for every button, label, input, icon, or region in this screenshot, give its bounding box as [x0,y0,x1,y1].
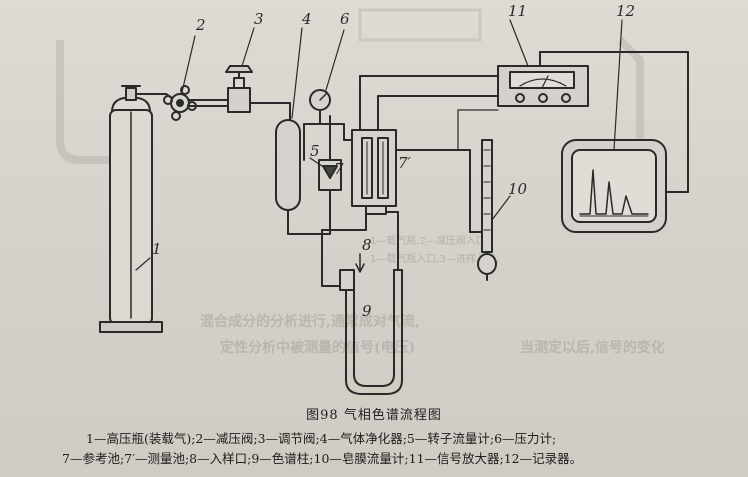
back-page-bleed: 1—载气瓶,2—减压阀入口, 1—载气瓶入口,3—进样入口, 混合成分的分析进行… [56,8,665,356]
bleed-text-5: 当测定以后,信号的变化 [520,339,665,356]
gas-purifier [275,119,331,235]
bleed-text-4: 定性分析中被测量的信号(电压) [220,339,415,356]
label-9: 9 [362,302,372,320]
legend-line-1: 1—高压瓶(装载气);2—减压阀;3—调节阀;4—气体净化器;5—转子流量计;6… [86,431,557,446]
label-7-prime: 7′ [398,154,412,172]
component-labels: 2 3 4 6 11 12 1 5 7 7′ 8 9 10 [152,2,635,320]
label-5: 5 [310,142,320,160]
pressure-reducing-valve [163,85,229,121]
label-8: 8 [362,236,372,254]
recorder [561,139,667,233]
detector-cells [351,129,397,215]
label-4: 4 [301,10,312,28]
label-11: 11 [508,2,527,20]
label-1: 1 [152,240,162,258]
label-6: 6 [340,10,350,28]
bleed-text-2: 1—载气瓶入口,3—进样入口, [370,252,499,265]
signal-amplifier [359,51,689,193]
gas-cylinder [99,85,167,333]
label-3: 3 [254,10,264,28]
label-10: 10 [508,180,528,198]
injection-port-and-column [321,211,403,395]
legend-line-2: 7—参考池;7′—测量池;8—入样口;9—色谱柱;10—皂膜流量计;11—信号放… [62,451,583,466]
pressure-gauge [303,89,365,161]
soap-film-flowmeter [395,139,497,281]
rotameter [318,115,342,191]
leader-lines [135,19,623,271]
label-12: 12 [616,2,635,20]
figure-caption: 图98 气相色谱流程图 [306,408,442,423]
label-2: 2 [195,16,206,34]
bleed-text-3: 混合成分的分析进行,通常成对气流, [200,313,420,330]
bleed-text-1: 1—载气瓶,2—减压阀入口, [370,234,489,247]
regulating-valve [225,65,291,121]
label-7: 7 [334,160,344,178]
